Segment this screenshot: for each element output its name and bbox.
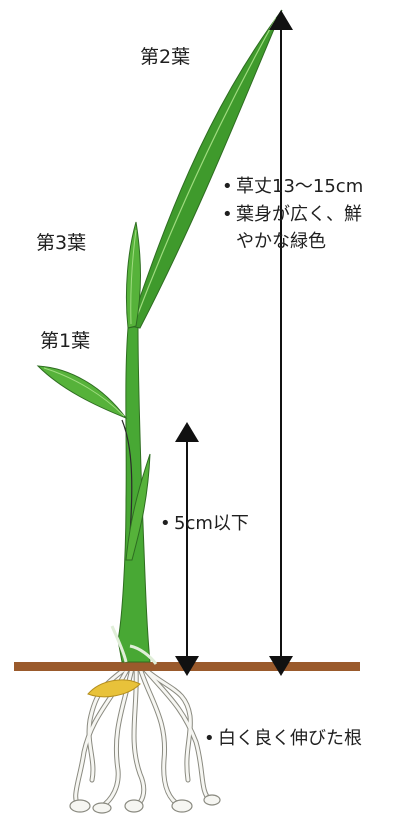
leaf-3-label: 第3葉	[36, 232, 86, 254]
seed-husk	[88, 680, 140, 697]
bullet: •	[160, 512, 174, 536]
leaf-trait-text-2: やかな緑色	[236, 231, 326, 252]
leaf-2-label: 第2葉	[140, 46, 190, 68]
plant-height-note: •草丈13〜15cm	[222, 175, 363, 199]
leaf-trait-note: •葉身が広く、鮮	[222, 203, 362, 227]
roots-note: •白く良く伸びた根	[204, 727, 362, 751]
bullet: •	[222, 203, 236, 227]
leaf-trait-note-2: やかな緑色	[236, 230, 326, 254]
stem	[112, 326, 156, 664]
bullet: •	[222, 175, 236, 199]
lower-height-text: 5cm以下	[174, 513, 249, 534]
lower-height-note: •5cm以下	[160, 512, 249, 536]
leaf-1	[38, 366, 126, 418]
bullet: •	[204, 727, 218, 751]
plant-height-text: 草丈13〜15cm	[236, 176, 363, 197]
leaf-1-label: 第1葉	[40, 330, 90, 352]
roots-text: 白く良く伸びた根	[218, 728, 362, 749]
leaf-3	[126, 222, 140, 328]
leaf-trait-text-1: 葉身が広く、鮮	[236, 204, 362, 225]
